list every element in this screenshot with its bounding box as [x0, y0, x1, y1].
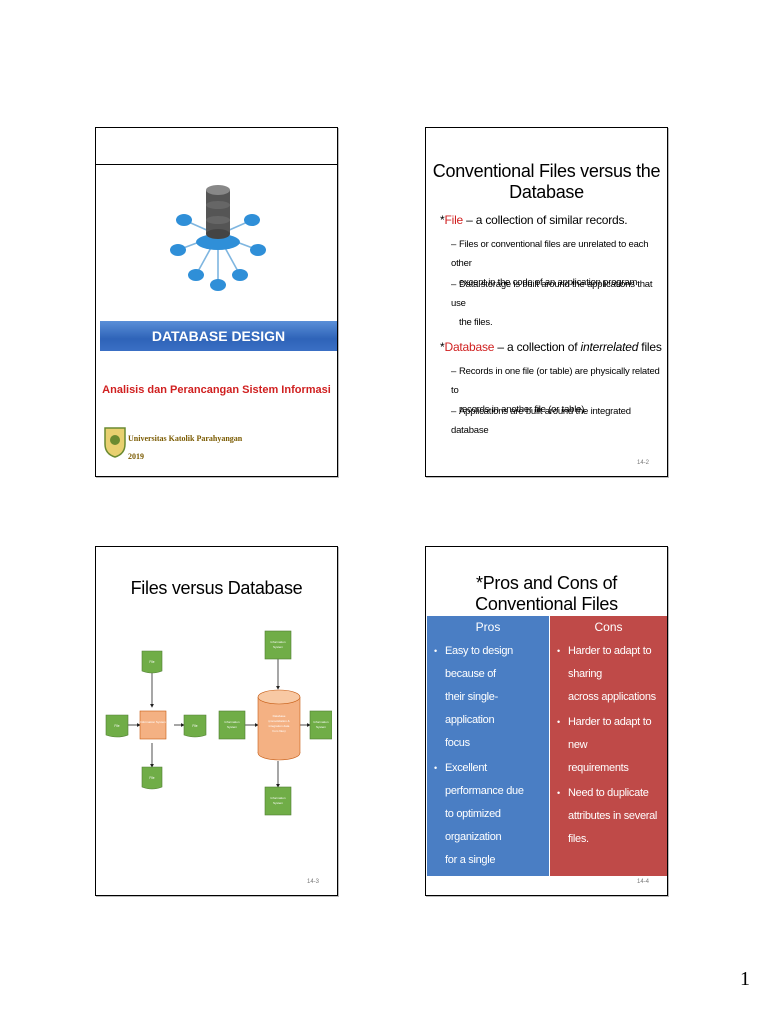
info-system-bottom: [264, 786, 292, 816]
cons-item: Need to duplicate attributes in several …: [557, 782, 663, 851]
file-right: [183, 714, 207, 738]
info-system-label: System: [316, 725, 327, 729]
pros-item: Excellent performance due to optimized o…: [434, 757, 545, 895]
file-definition: *File – a collection of similar records.: [440, 213, 628, 227]
file-label: File: [149, 660, 154, 664]
info-system-label: Information: [270, 796, 285, 800]
file-label: File: [149, 776, 154, 780]
slide-1-title: DATABASE DESIGN Analisis dan Perancangan…: [95, 127, 338, 477]
slide-number: 14-2: [636, 460, 649, 466]
pros-heading: Pros: [475, 620, 501, 634]
info-system-label: System: [273, 801, 284, 805]
pros-item: Easy to design because of their single-a…: [434, 640, 545, 755]
file-point-2: –Data storage is built around the applic…: [451, 279, 653, 328]
files-vs-database-diagram: File File File File Information System I…: [105, 630, 332, 816]
slide-4-pros-and-cons: *Pros and Cons of Conventional Files Pro…: [425, 546, 668, 896]
db-point-1: –Records in one file (or table) are phys…: [451, 366, 660, 415]
file-top: [141, 650, 163, 674]
title-banner: DATABASE DESIGN: [100, 321, 337, 351]
year-label: 2019: [128, 452, 144, 461]
info-system-label: System: [227, 725, 238, 729]
file-shapes: [105, 650, 207, 790]
cons-heading: Cons: [594, 620, 623, 634]
database-cylinder: [257, 689, 301, 761]
info-system-label: Information: [313, 720, 328, 724]
slide-number: 14-3: [306, 879, 319, 885]
file-label: File: [114, 724, 119, 728]
info-system-label: Information: [224, 720, 239, 724]
info-system-right: [309, 710, 332, 740]
info-system-label: System: [273, 645, 284, 649]
cons-column: Cons Harder to adapt to sharing across a…: [550, 616, 667, 876]
database-label: Database: [273, 714, 286, 718]
slide-number: 14-4: [636, 879, 649, 885]
slide-2-files-vs-database: Conventional Files versus the Database *…: [425, 127, 668, 477]
database-label: integration data: [269, 724, 290, 728]
file-label: File: [192, 724, 197, 728]
database-label: from files): [272, 729, 285, 733]
database-label: (consolidation &: [268, 719, 289, 723]
page-number: 1: [740, 968, 750, 990]
slide-title: Files versus Database: [130, 578, 303, 598]
info-system-left: [218, 710, 246, 740]
slide-3-files-vs-database-diagram: Files versus Database File: [95, 546, 338, 896]
file-bottom: [141, 766, 163, 790]
file-point-1: –Files or conventional files are unrelat…: [451, 239, 649, 288]
university-name: Universitas Katolik Parahyangan: [128, 434, 243, 443]
cons-item: Harder to adapt to new requirements: [557, 711, 663, 780]
slide-title: *Pros and Cons of Conventional Files: [475, 573, 618, 614]
database-term: Database: [444, 340, 495, 354]
file-left: [105, 714, 129, 738]
file-def: – a collection of similar records.: [463, 213, 628, 227]
header-divider: [96, 164, 337, 165]
info-system-label: Information: [270, 640, 285, 644]
cons-item: Harder to adapt to sharing across applic…: [557, 640, 663, 709]
university-seal-logo: [104, 427, 126, 458]
database-definition: *Database – a collection of interrelated…: [440, 340, 662, 354]
info-system-label: Information System: [140, 720, 166, 724]
course-subtitle: Analisis dan Perancangan Sistem Informas…: [102, 384, 331, 396]
info-system-box-orange: [139, 710, 167, 740]
slide-title: Conventional Files versus the Database: [432, 161, 661, 202]
db-point-2: –Applications are built around the integ…: [451, 406, 631, 436]
pros-column: Pros Easy to design because of their sin…: [427, 616, 549, 889]
database-network-icon: [170, 185, 266, 291]
info-system-top: [264, 630, 292, 660]
file-term: File: [444, 213, 464, 227]
